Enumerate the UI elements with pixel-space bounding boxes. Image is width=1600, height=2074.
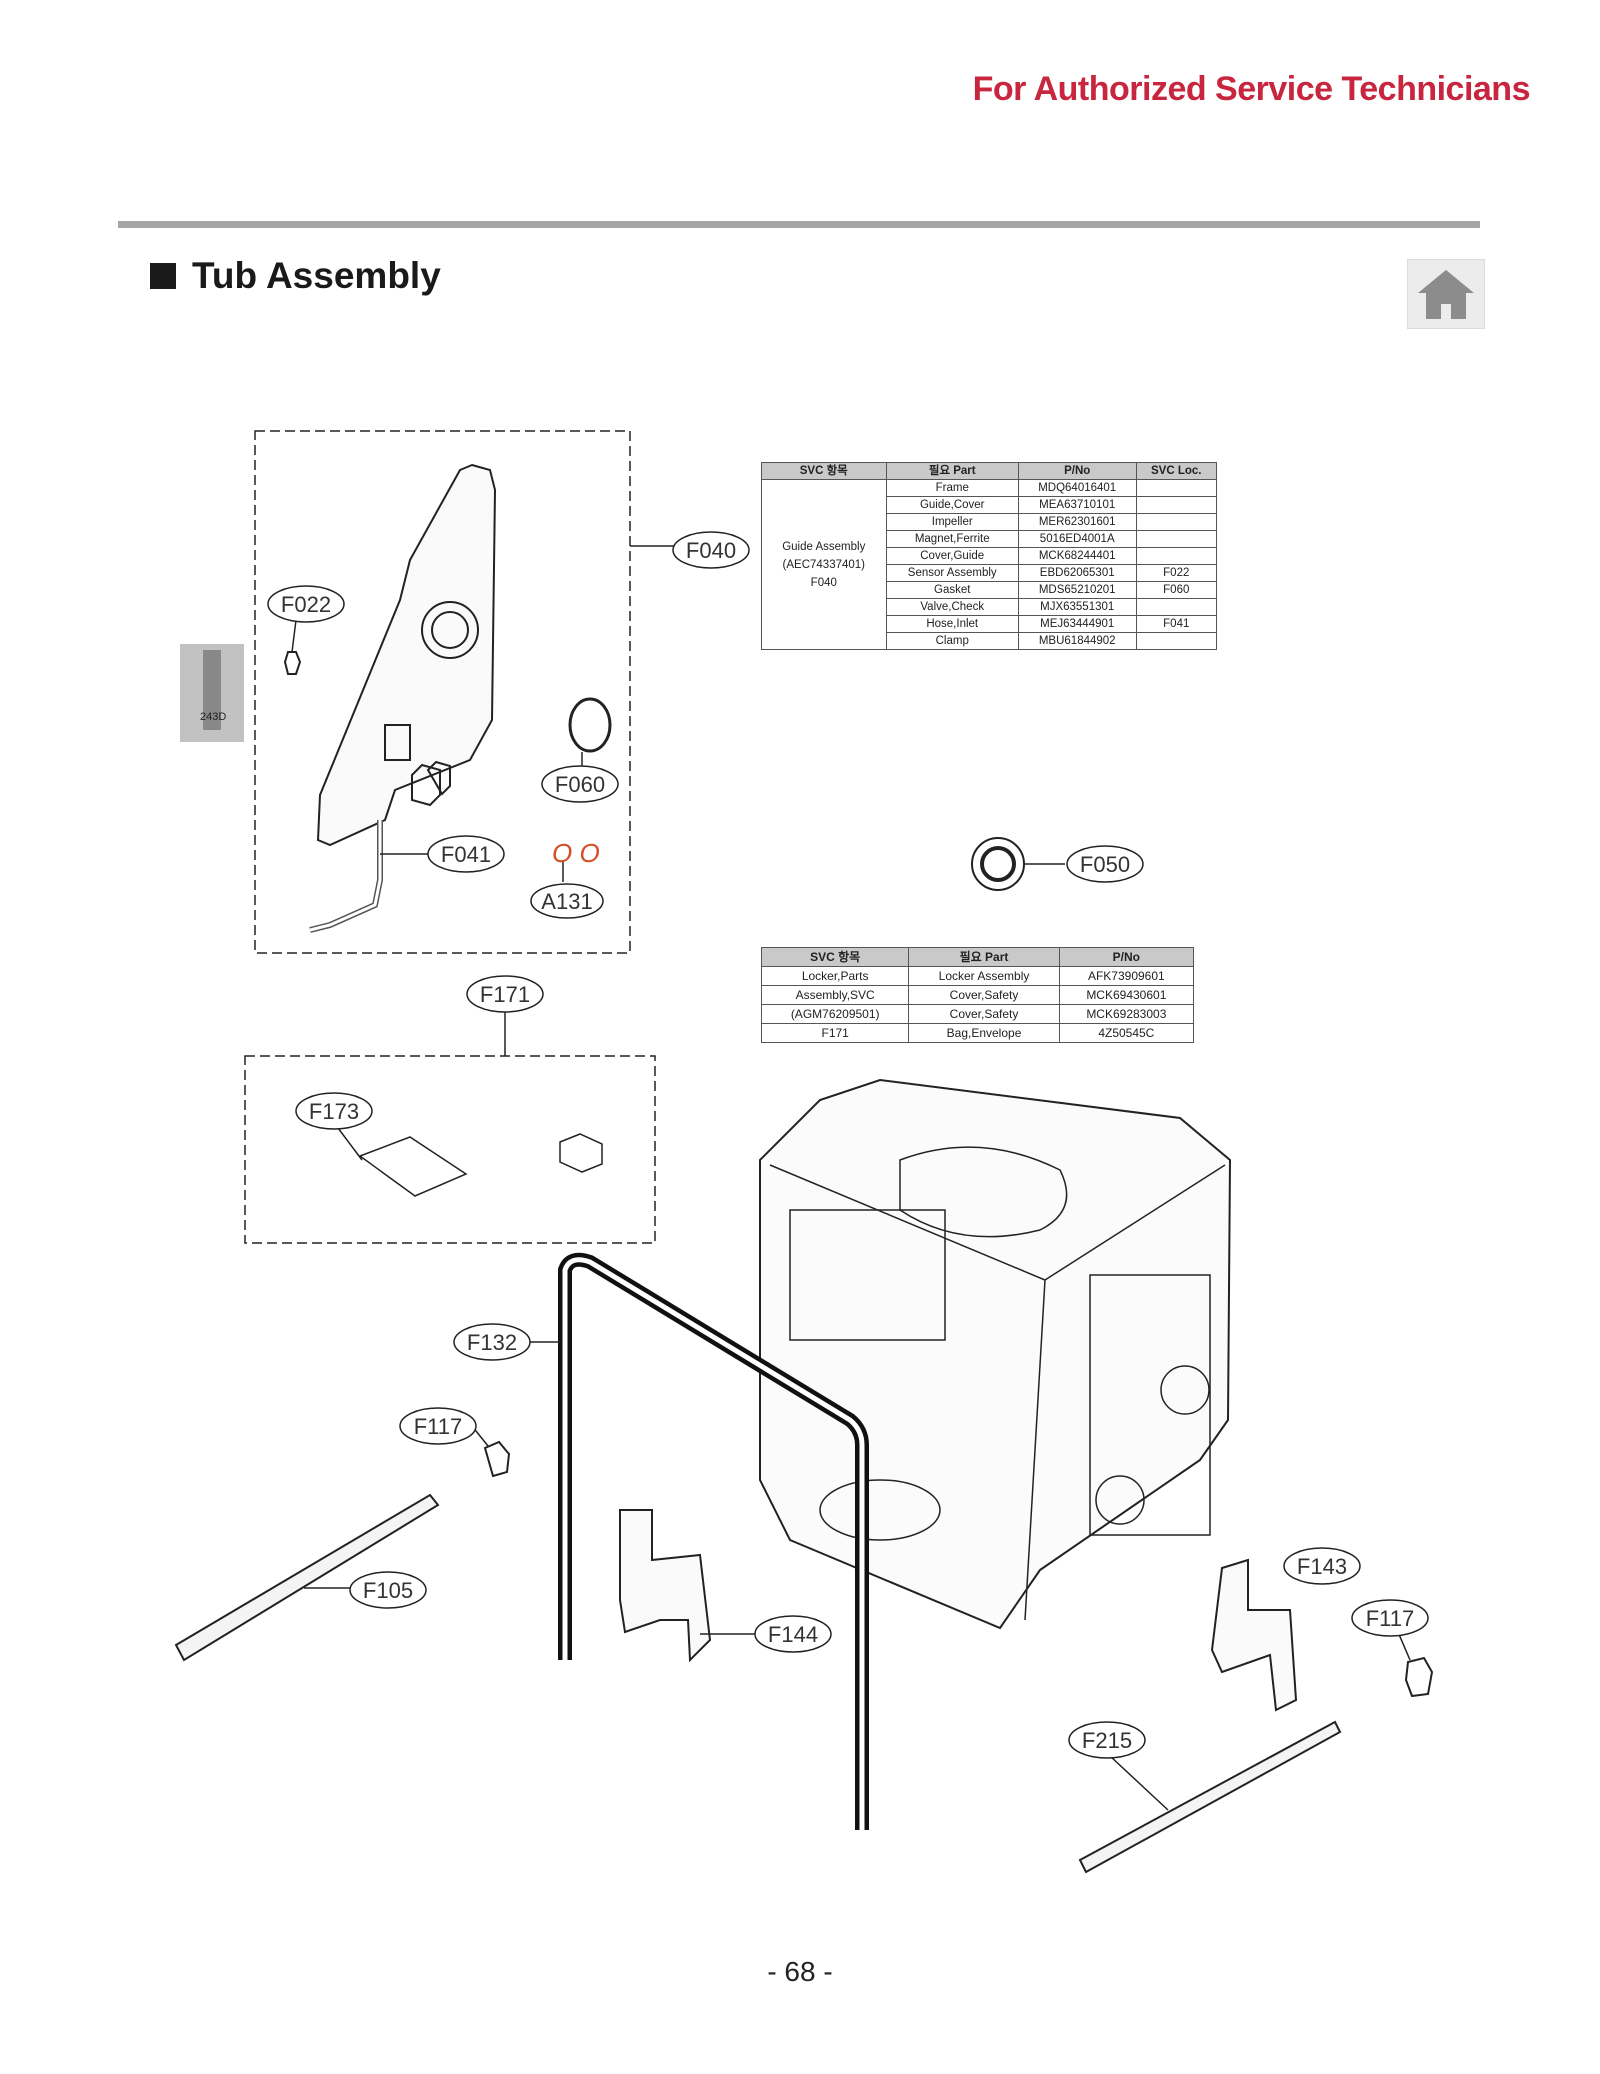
pno-cell: 4Z50545C <box>1058 1023 1195 1043</box>
guide-assembly-box <box>254 430 631 954</box>
callout-f173: F173 <box>309 1099 359 1124</box>
column-header: 필요 Part <box>885 462 1019 480</box>
part-cell: Locker Assembly <box>908 966 1060 986</box>
part-cell: Sensor Assembly <box>885 564 1019 582</box>
pno-cell: MCK69283003 <box>1058 1004 1195 1024</box>
group-line: F040 <box>810 576 837 589</box>
loc-cell: F022 <box>1135 564 1218 582</box>
guide-frame-part <box>316 463 497 847</box>
loc-cell <box>1135 530 1218 548</box>
callout-f117-right: F117 <box>1366 1606 1415 1631</box>
table-header-row: SVC 항목 필요 Part P/No <box>760 947 1195 967</box>
callout-f143: F143 <box>1297 1554 1347 1579</box>
table-header-row: SVC 항목 필요 Part P/No SVC Loc. <box>761 462 1218 480</box>
bullet-square-icon <box>150 263 176 289</box>
pno-cell: MEA63710101 <box>1017 496 1137 514</box>
callout-f060: F060 <box>555 772 605 797</box>
section-title: Tub Assembly <box>150 255 441 297</box>
pno-cell: MBU61844902 <box>1017 632 1137 650</box>
part-cell: Hose,Inlet <box>885 615 1019 633</box>
callout-f050: F050 <box>1080 852 1130 877</box>
photo-label: 243D <box>200 711 226 723</box>
part-cell: Clamp <box>885 632 1019 650</box>
group-line: (AEC74337401) <box>782 558 866 571</box>
pno-cell: MDQ64016401 <box>1017 479 1137 497</box>
callout-f117-left: F117 <box>414 1414 463 1439</box>
svc-group-cell: (AGM76209501) <box>760 1004 910 1024</box>
locker-parts-table: SVC 항목 필요 Part P/No Locker,Parts Locker … <box>760 947 1195 1043</box>
part-cell: Impeller <box>885 513 1019 531</box>
part-cell: Magnet,Ferrite <box>885 530 1019 548</box>
callout-f022: F022 <box>281 592 331 617</box>
section-title-text: Tub Assembly <box>192 255 441 296</box>
column-header: 필요 Part <box>908 947 1060 967</box>
group-line: Guide Assembly <box>782 540 866 553</box>
part-cell: Cover,Safety <box>908 1004 1060 1024</box>
table-row: Assembly,SVC Cover,Safety MCK69430601 <box>760 985 1195 1005</box>
loc-cell <box>1135 632 1218 650</box>
callout-f105: F105 <box>363 1578 413 1603</box>
loc-cell <box>1135 598 1218 616</box>
callout-f171: F171 <box>480 982 530 1007</box>
svc-group-cell: F171 <box>760 1023 910 1043</box>
part-cell: Gasket <box>885 581 1019 599</box>
loc-cell <box>1135 496 1218 514</box>
column-header: P/No <box>1058 947 1195 967</box>
pno-cell: MCK68244401 <box>1017 547 1137 565</box>
loc-cell <box>1135 479 1218 497</box>
pno-cell: MEJ63444901 <box>1017 615 1137 633</box>
callout-f132: F132 <box>467 1330 517 1355</box>
callout-f144: F144 <box>768 1622 818 1647</box>
page-number: - 68 - <box>767 1956 833 1987</box>
loc-cell <box>1135 513 1218 531</box>
a131-ring-mark: O O <box>552 838 600 868</box>
part-cell: Valve,Check <box>885 598 1019 616</box>
svc-group-cell: Locker,Parts <box>760 966 910 986</box>
loc-cell <box>1135 547 1218 565</box>
loc-cell: F060 <box>1135 581 1218 599</box>
tub-body-part <box>759 1078 1232 1630</box>
pno-cell: MDS65210201 <box>1017 581 1137 599</box>
column-header: P/No <box>1017 462 1137 480</box>
part-cell: Cover,Safety <box>908 985 1060 1005</box>
table-row: Locker,Parts Locker Assembly AFK73909601 <box>760 966 1195 986</box>
part-cell: Guide,Cover <box>885 496 1019 514</box>
column-header: SVC 항목 <box>761 462 887 480</box>
callout-f041: F041 <box>441 842 491 867</box>
table-row: F171 Bag,Envelope 4Z50545C <box>760 1023 1195 1043</box>
locker-parts-box <box>244 1055 656 1244</box>
pno-cell: 5016ED4001A <box>1017 530 1137 548</box>
pno-cell: AFK73909601 <box>1058 966 1195 986</box>
home-icon <box>1418 270 1474 319</box>
loc-cell: F041 <box>1135 615 1218 633</box>
callout-f215: F215 <box>1082 1728 1132 1753</box>
pno-cell: MCK69430601 <box>1058 985 1195 1005</box>
callout-f040: F040 <box>686 538 736 563</box>
home-button[interactable] <box>1407 259 1485 329</box>
header-divider <box>118 221 1480 228</box>
pno-cell: EBD62065301 <box>1017 564 1137 582</box>
column-header: SVC Loc. <box>1135 462 1218 480</box>
table-row: Guide Assembly (AEC74337401) F040 Frame … <box>761 479 1218 650</box>
part-cell: Cover,Guide <box>885 547 1019 565</box>
guide-assembly-parts-table: SVC 항목 필요 Part P/No SVC Loc. Guide Assem… <box>761 462 1218 650</box>
part-cell: Bag,Envelope <box>908 1023 1060 1043</box>
svc-group-cell: Guide Assembly (AEC74337401) F040 <box>761 479 887 650</box>
service-technicians-note: For Authorized Service Technicians <box>972 70 1531 108</box>
callout-a131: A131 <box>541 889 592 914</box>
pno-cell: MER62301601 <box>1017 513 1137 531</box>
pno-cell: MJX63551301 <box>1017 598 1137 616</box>
svc-group-cell: Assembly,SVC <box>760 985 910 1005</box>
table-row: (AGM76209501) Cover,Safety MCK69283003 <box>760 1004 1195 1024</box>
column-header: SVC 항목 <box>760 947 910 967</box>
part-cell: Frame <box>885 479 1019 497</box>
